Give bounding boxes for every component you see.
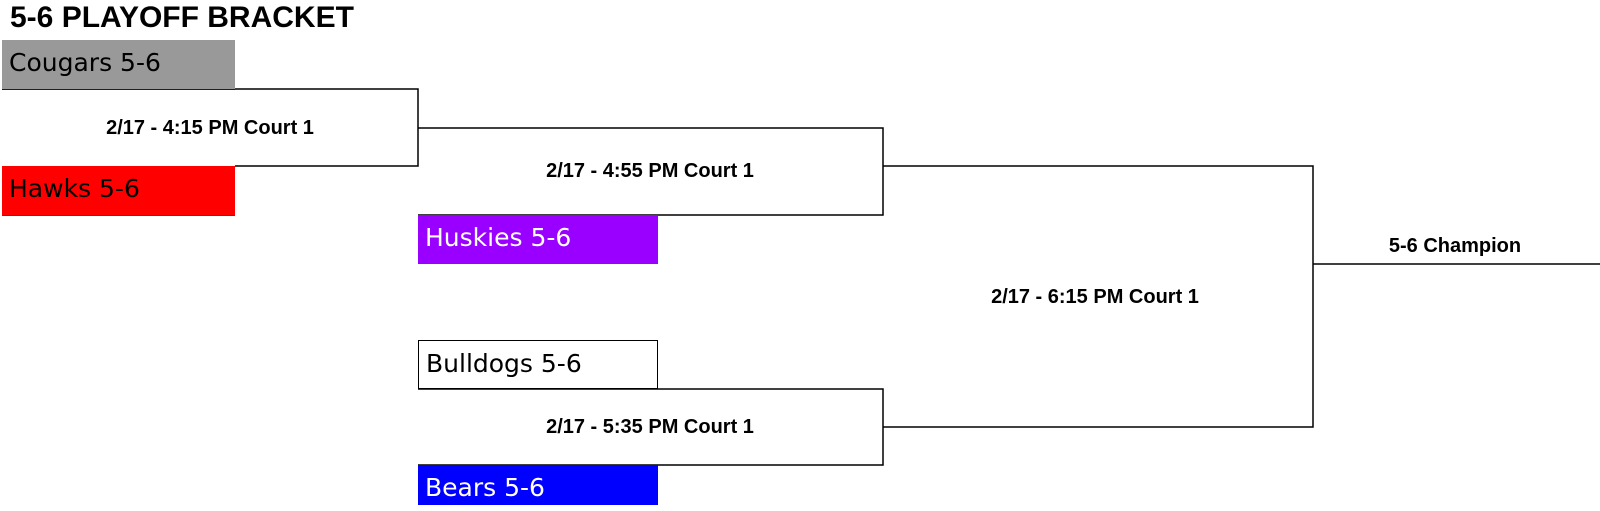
bracket-title: 5-6 PLAYOFF BRACKET xyxy=(10,1,354,34)
team-cougars: Cougars 5-6 xyxy=(2,40,235,89)
game-2-label: 2/17 - 4:55 PM Court 1 xyxy=(546,160,754,182)
team-hawks: Hawks 5-6 xyxy=(2,166,235,215)
team-bulldogs-label: Bulldogs 5-6 xyxy=(426,349,582,378)
game-final-label: 2/17 - 6:15 PM Court 1 xyxy=(991,286,1199,308)
team-huskies-label: Huskies 5-6 xyxy=(425,223,572,252)
team-cougars-label: Cougars 5-6 xyxy=(9,48,161,77)
team-bears-label: Bears 5-6 xyxy=(425,473,545,502)
connector-final xyxy=(883,165,1314,428)
game-3-label: 2/17 - 5:35 PM Court 1 xyxy=(546,416,754,438)
team-hawks-label: Hawks 5-6 xyxy=(9,174,140,203)
team-bulldogs: Bulldogs 5-6 xyxy=(418,340,658,389)
team-bears: Bears 5-6 xyxy=(418,465,658,505)
game-1-label: 2/17 - 4:15 PM Court 1 xyxy=(106,117,314,139)
champion-label: 5-6 Champion xyxy=(1388,235,1522,257)
team-huskies: Huskies 5-6 xyxy=(418,215,658,264)
